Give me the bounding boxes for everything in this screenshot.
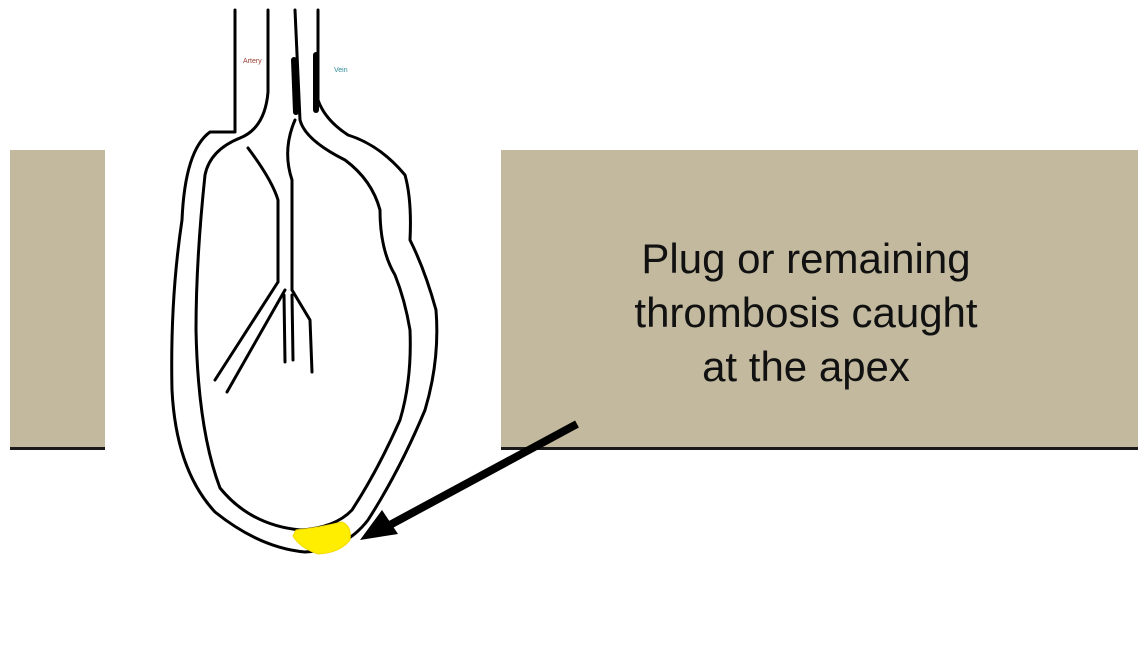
vessel-outline [172,10,437,552]
vein-label: Vein [334,67,348,75]
arrow-icon [360,424,577,540]
thrombus-highlight [293,522,350,554]
artery-label: Artery [243,58,262,66]
